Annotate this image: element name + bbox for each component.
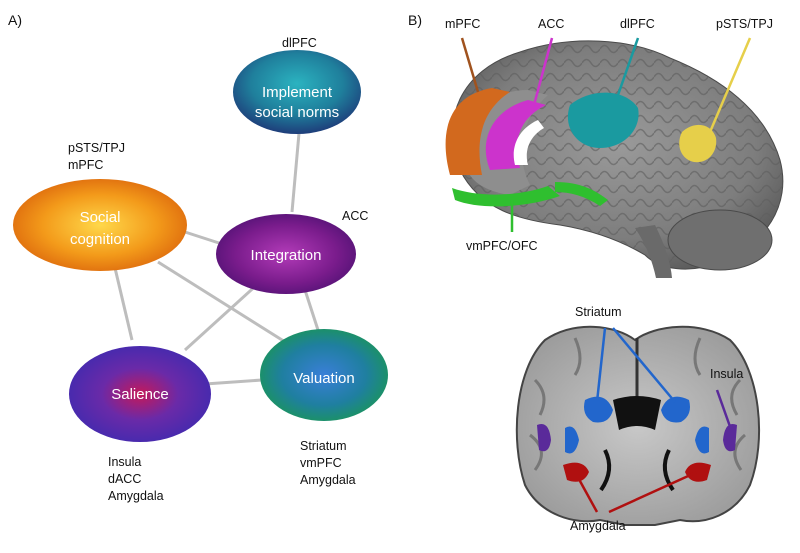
node-integration: Integration [216,214,356,294]
insula-left [537,424,551,452]
integration-region-0: ACC [342,209,369,223]
amygdala-right [685,462,711,482]
coronal-label-amygdala: Amygdala [570,519,626,533]
acc-region [485,100,546,170]
edge-social-integration [184,230,223,246]
sagittal-label-vmpfc: vmPFC/OFC [466,239,538,253]
amygdala-leader-left [573,471,599,513]
social-region-1: mPFC [68,158,104,172]
sagittal-label-psts: pSTS/TPJ [716,17,773,31]
psts-region [679,124,717,163]
sagittal-label-dlpfc: dlPFC [620,17,655,31]
panel-a-label: A) [8,12,22,28]
coronal-brain-image [515,325,761,526]
social-region-list: pSTS/TPJ mPFC [68,140,125,174]
edge-salience-valuation [204,378,263,386]
node-norms-line1: Implement [262,84,333,101]
node-social-line1: Social [80,209,121,226]
node-norms-line2: social norms [255,104,339,121]
node-social-cognition: Social cognition [13,179,187,271]
norms-region-0: dlPFC [282,36,317,50]
network-diagram: Implement social norms Social cognition … [13,50,388,442]
striatum-right [661,396,690,423]
sagittal-label-mpfc: mPFC [445,17,481,31]
node-integration-line1: Integration [251,247,322,264]
edge-integration-valuation [303,289,320,331]
striatum-leader-left [595,327,607,403]
node-salience: Salience [69,346,211,442]
coronal-label-striatum: Striatum [575,305,622,319]
dlpfc-region [567,92,639,148]
vmpfc-region [452,186,560,207]
coronal-label-insula: Insula [710,367,744,381]
mpfc-leader [460,37,480,93]
salience-region-1: dACC [108,472,142,486]
mpfc-region [445,88,510,175]
panel-b-label: B) [408,12,422,28]
social-region-0: pSTS/TPJ [68,141,125,155]
valuation-region-1: vmPFC [300,456,342,470]
node-salience-line1: Salience [111,386,169,403]
dlpfc-leader [616,37,640,96]
edge-integration-salience [183,280,262,352]
valuation-region-2: Amygdala [300,473,356,487]
salience-region-2: Amygdala [108,489,164,503]
striatum-left [584,396,613,423]
cerebellum [667,209,773,271]
insula-leader [715,389,735,436]
edge-social-salience [113,267,134,341]
striatum-leader-right [612,327,676,403]
norms-region-list: dlPFC [282,35,317,52]
node-implement-social-norms: Implement social norms [233,50,361,134]
valuation-region-0: Striatum [300,439,347,453]
node-social-line2: cognition [70,231,130,248]
integration-region-list: ACC [342,208,368,225]
acc-leader [532,37,554,106]
node-valuation-line1: Valuation [293,370,354,387]
salience-region-list: Insula dACC Amygdala [108,454,164,505]
brainstem [635,225,672,278]
salience-region-0: Insula [108,455,142,469]
edge-norms-integration [290,121,302,213]
sagittal-label-acc: ACC [538,17,565,31]
ventricles [613,396,661,430]
node-valuation: Valuation [260,329,388,421]
edge-social-valuation [157,260,291,347]
network-edges [113,121,320,386]
sagittal-brain-image [445,37,784,278]
psts-leader [708,37,752,133]
insula-right [723,424,737,452]
amygdala-leader-right [608,470,698,514]
valuation-region-list: Striatum vmPFC Amygdala [300,438,356,489]
